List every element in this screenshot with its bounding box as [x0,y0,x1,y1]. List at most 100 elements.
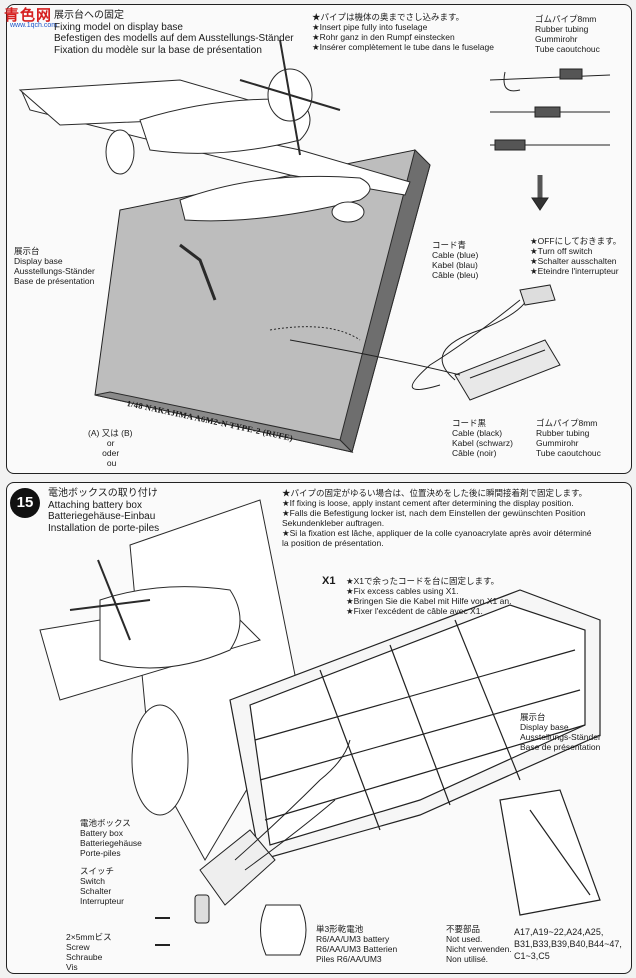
step-15-title-en: Attaching battery box [48,499,142,511]
step-15-badge: 15 [10,488,40,518]
label-line: 不要部品 [446,924,481,934]
label-line: Cable (black) [452,428,503,438]
note-line: ★Turn off switch [530,246,593,256]
unused-parts-list: A17,A19~22,A24,A25, B31,B33,B39,B40,B44~… [514,926,622,962]
screw-label: 2×5mmビス Screw Schraube Vis [66,932,112,972]
note-line: ★If fixing is loose, apply instant cemen… [282,498,574,508]
label-line: Battery box [80,828,123,838]
label-line: Non utilisé. [446,954,489,964]
step-14-title-de: Befestigen des modells auf dem Ausstellu… [54,33,294,44]
label-line: Screw [66,942,90,952]
label-line: Kabel (schwarz) [452,438,513,448]
part-a-or-b: (A) 又は (B) or oder ou [88,428,133,468]
note-line: ★X1で余ったコードを台に固定します。 [346,576,500,586]
label-line: Switch [80,876,106,886]
battery-box-top [289,284,561,401]
site-logo: 青色网 [4,7,53,24]
display-base-top [94,149,431,453]
note-line: ★パイプは機体の奥までさし込みます。 [312,12,465,22]
label-line: スイッチ [80,866,115,876]
display-base-label-top: 展示台 Display base Ausstellungs-Ständer Ba… [14,246,95,286]
switch-off-note: ★OFFにしておきます。 ★Turn off switch ★Schalter … [530,236,621,276]
note-line: ★Fixer l'excédent de câble avec X1. [346,606,483,616]
or-jp: 又は [101,428,119,438]
label-line: Ausstellungs-Ständer [14,266,95,276]
label-line: Câble (noir) [452,448,497,458]
battery-label: 単3形乾電池 R6/AA/UM3 battery R6/AA/UM3 Batte… [316,924,397,964]
step-15-title-de: Batteriegehäuse-Einbau [48,511,156,522]
label-line: ゴムパイプ8mm [536,418,598,428]
parts-line: B31,B33,B39,B40,B44~47, [514,939,622,949]
aircraft-top [18,39,411,301]
pipe-insert-note: ★パイプは機体の奥までさし込みます。 ★Insert pipe fully in… [312,12,494,52]
label-line: 単3形乾電池 [316,924,364,934]
or-en: or [106,438,115,448]
label-line: R6/AA/UM3 Batterien [316,944,398,954]
label-line: Rubber tubing [536,428,590,438]
note-line: ★Si la fixation est lâche, appliquer de … [282,528,592,538]
label-line: Gummirohr [535,34,578,44]
label-line: Nicht verwenden. [446,944,512,954]
label-line: Batteriegehäuse [80,838,142,848]
label-line: Display base [14,256,63,266]
switch-label: スイッチ Switch Schalter Interrupteur [80,866,124,906]
label-line: コード青 [432,240,467,250]
label-line: Tube caoutchouc [536,448,601,458]
label-line: Piles R6/AA/UM3 [316,954,382,964]
or-fr: ou [106,458,117,468]
rubber-tube-label-top: ゴムパイプ8mm Rubber tubing Gummirohr Tube ca… [535,14,600,54]
x1-cable-note: ★X1で余ったコードを台に固定します。 ★Fix excess cables u… [346,576,511,616]
note-line: ★Falls die Befestigung locker ist, nach … [282,508,586,518]
step-14-title-en: Fixing model on display base [54,21,183,33]
label-line: Base de présentation [14,276,95,286]
display-base-bottom [229,589,601,916]
label-line: 展示台 [520,712,546,722]
instant-cement-note: ★パイプの固定がゆるい場合は、位置決めをした後に瞬間接着剤で固定します。 ★If… [282,488,592,548]
label-line: Kabel (blau) [432,260,478,270]
x1-callout: X1 [322,575,336,587]
label-line: 2×5mmビス [66,932,112,942]
note-line: ★OFFにしておきます。 [530,236,622,246]
note-line: ★Eteindre l'interrupteur [530,266,619,276]
note-line: ★Insérer complètement le tube dans le fu… [312,42,494,52]
note-line: ★Schalter ausschalten [530,256,617,266]
label-line: Cable (blue) [432,250,479,260]
note-line: ★パイプの固定がゆるい場合は、位置決めをした後に瞬間接着剤で固定します。 [282,488,588,498]
label-line: Vis [66,962,78,972]
label-line: 電池ボックス [80,818,131,828]
label-line: Schalter [80,886,112,896]
part-a: A [90,428,97,438]
cord-black-label: コード黒 Cable (black) Kabel (schwarz) Câble… [452,418,513,458]
label-line: Schraube [66,952,103,962]
note-line: ★Insert pipe fully into fuselage [312,22,428,32]
note-line: la position de présentation. [282,538,384,548]
battery-box-label: 電池ボックス Battery box Batteriegehäuse Porte… [80,818,142,858]
label-line: Ausstellungs-Ständer [520,732,601,742]
step-15-title: 電池ボックスの取り付け Attaching battery box Batter… [48,488,159,534]
display-base-label-bottom: 展示台 Display base Ausstellungs-Ständer Ba… [520,712,601,752]
label-line: Rubber tubing [535,24,589,34]
note-line: Sekundenkleber auftragen. [282,518,385,528]
cord-blue-label: コード青 Cable (blue) Kabel (blau) Câble (bl… [432,240,478,280]
label-line: Tube caoutchouc [535,44,600,54]
or-de: oder [102,448,120,458]
label-line: Porte-piles [80,848,121,858]
label-line: コード黒 [452,418,487,428]
step-15-title-jp: 電池ボックスの取り付け [48,488,158,499]
site-url: www.1qch.com [10,22,58,29]
tubing-insets [489,68,611,211]
label-line: Gummirohr [536,438,579,448]
step-15-title-fr: Installation de porte-piles [48,522,160,534]
step-14-title-fr: Fixation du modèle sur la base de présen… [54,44,262,56]
parts-line: C1~3,C5 [514,951,550,961]
unused-parts-label: 不要部品 Not used. Nicht verwenden. Non util… [446,924,512,964]
note-line: ★Bringen Sie die Kabel mit Hilfe von X1 … [346,596,512,606]
label-line: Interrupteur [80,896,124,906]
battery-box-bottom [155,739,351,956]
label-line: Câble (bleu) [432,270,479,280]
label-line: R6/AA/UM3 battery [316,934,390,944]
note-line: ★Fix excess cables using X1. [346,586,459,596]
label-line: Base de présentation [520,742,601,752]
label-line: Not used. [446,934,483,944]
